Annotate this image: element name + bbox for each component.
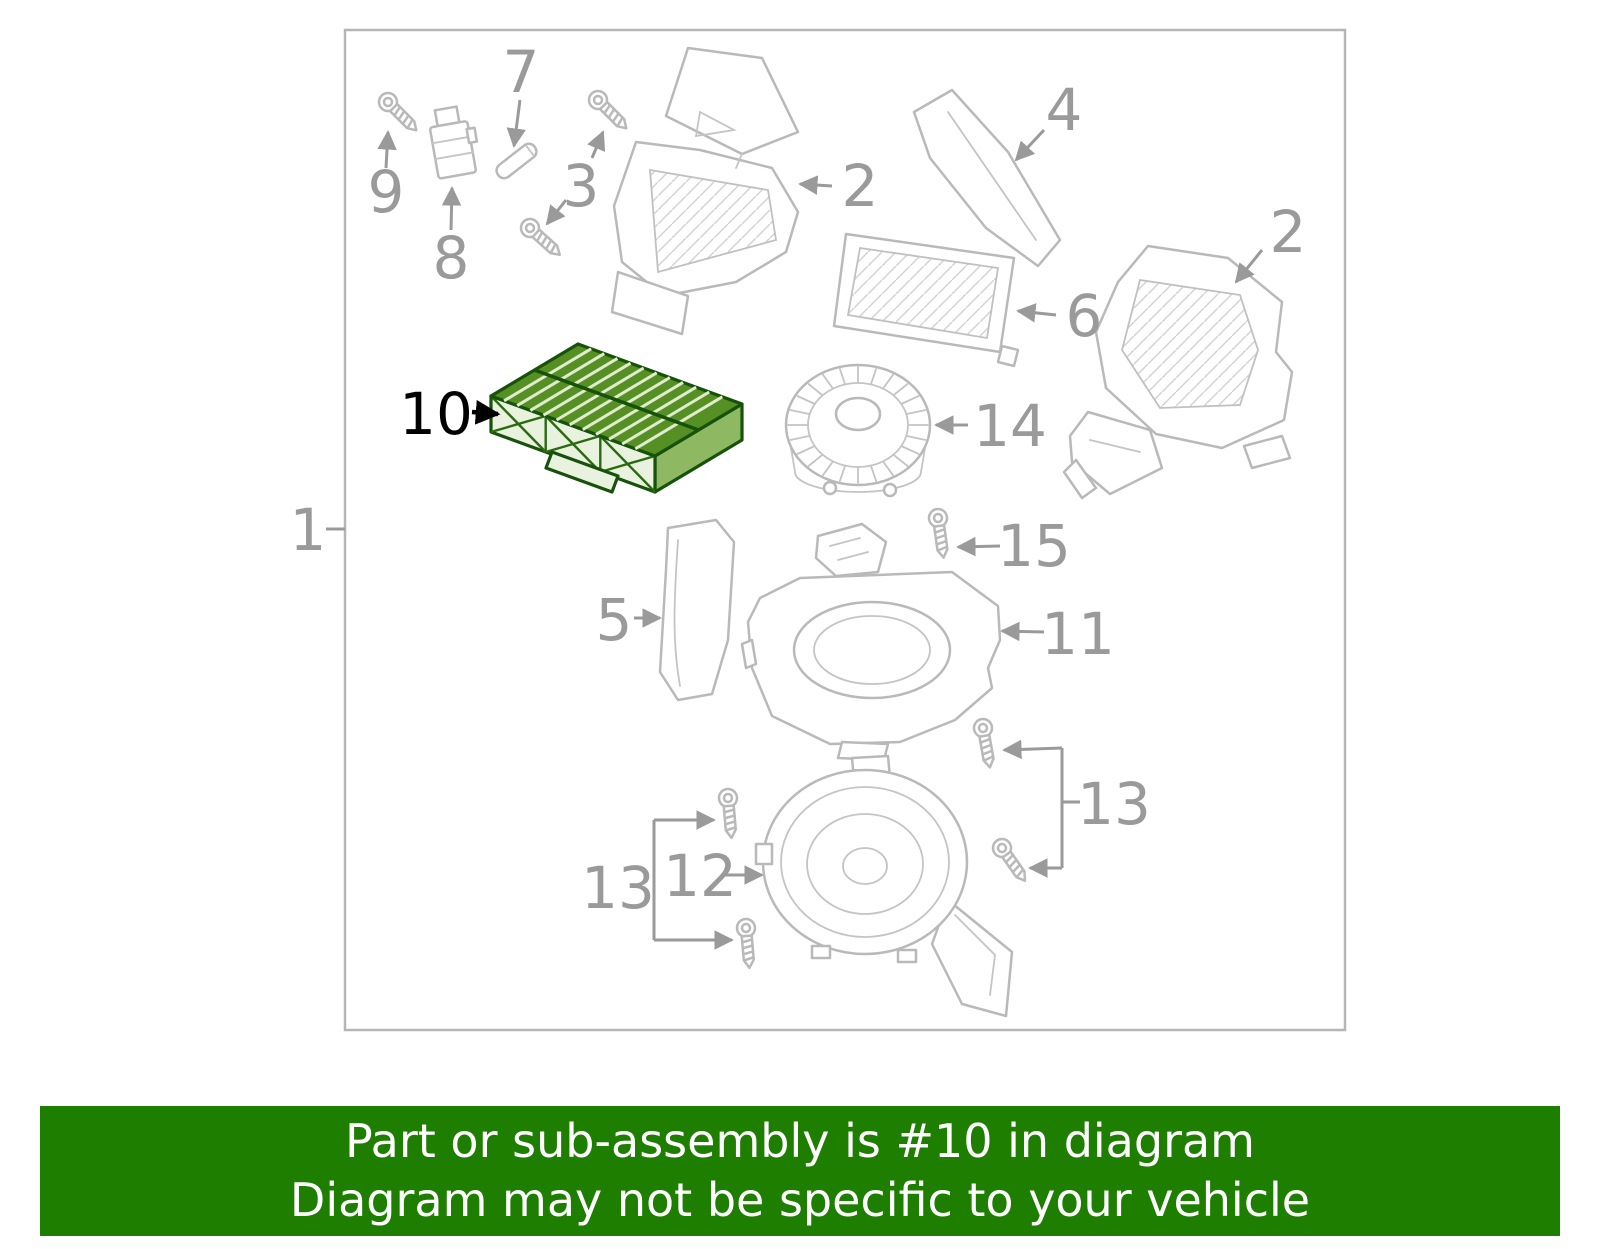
part-label-3: 3 [563,152,600,220]
part-label-2-left: 2 [842,152,879,220]
banner-line-2: Diagram may not be specific to your vehi… [289,1173,1311,1227]
part-2-right-housing [1062,244,1294,500]
part-10-cabin-filter-highlighted [489,342,744,494]
part-label-9: 9 [368,158,405,226]
leader-part-4 [1014,128,1046,162]
leader-part-3a [587,130,606,159]
part-label-13-right: 13 [1077,770,1151,838]
highlight-banner: Part or sub-assembly is #10 in diagram D… [40,1106,1560,1236]
part-label-5: 5 [596,586,633,654]
leader-part-15 [956,536,1001,557]
part-label-12: 12 [663,842,737,910]
leader-part-3b [545,199,568,226]
part-label-14: 14 [973,392,1047,460]
leader-part-2-left [798,175,833,195]
part-12-lower-case [754,754,1014,1018]
leader-part-9 [377,130,397,169]
leader-part-2-right [1234,249,1264,284]
part-label-10-highlighted: 10 [399,380,473,448]
part-8-resistor [428,105,479,180]
leader-part-6 [1016,303,1057,323]
part-label-2-right: 2 [1270,198,1307,266]
part-label-4: 4 [1046,76,1083,144]
part-11-upper-case [740,522,1002,762]
leader-part-8 [441,186,462,231]
part-7-clip [495,142,538,180]
part-2-left-housing [610,46,800,336]
part-label-15: 15 [997,512,1071,580]
part-5-panel [658,518,736,702]
part-label-1: 1 [290,496,327,564]
part-label-8: 8 [433,224,470,292]
part-label-7: 7 [503,38,540,106]
banner-line-1: Part or sub-assembly is #10 in diagram [345,1114,1255,1169]
leader-part-7 [506,99,526,148]
part-14-blower-motor [784,363,932,498]
part-label-6: 6 [1066,282,1103,350]
leader-part-11 [1000,621,1045,642]
part-4-panel [912,88,1062,268]
part-label-13-left: 13 [581,854,655,922]
part-6-cover [832,232,1020,368]
part-label-11: 11 [1041,600,1115,668]
leader-lines [326,99,1264,950]
leader-part-10 [471,399,501,425]
